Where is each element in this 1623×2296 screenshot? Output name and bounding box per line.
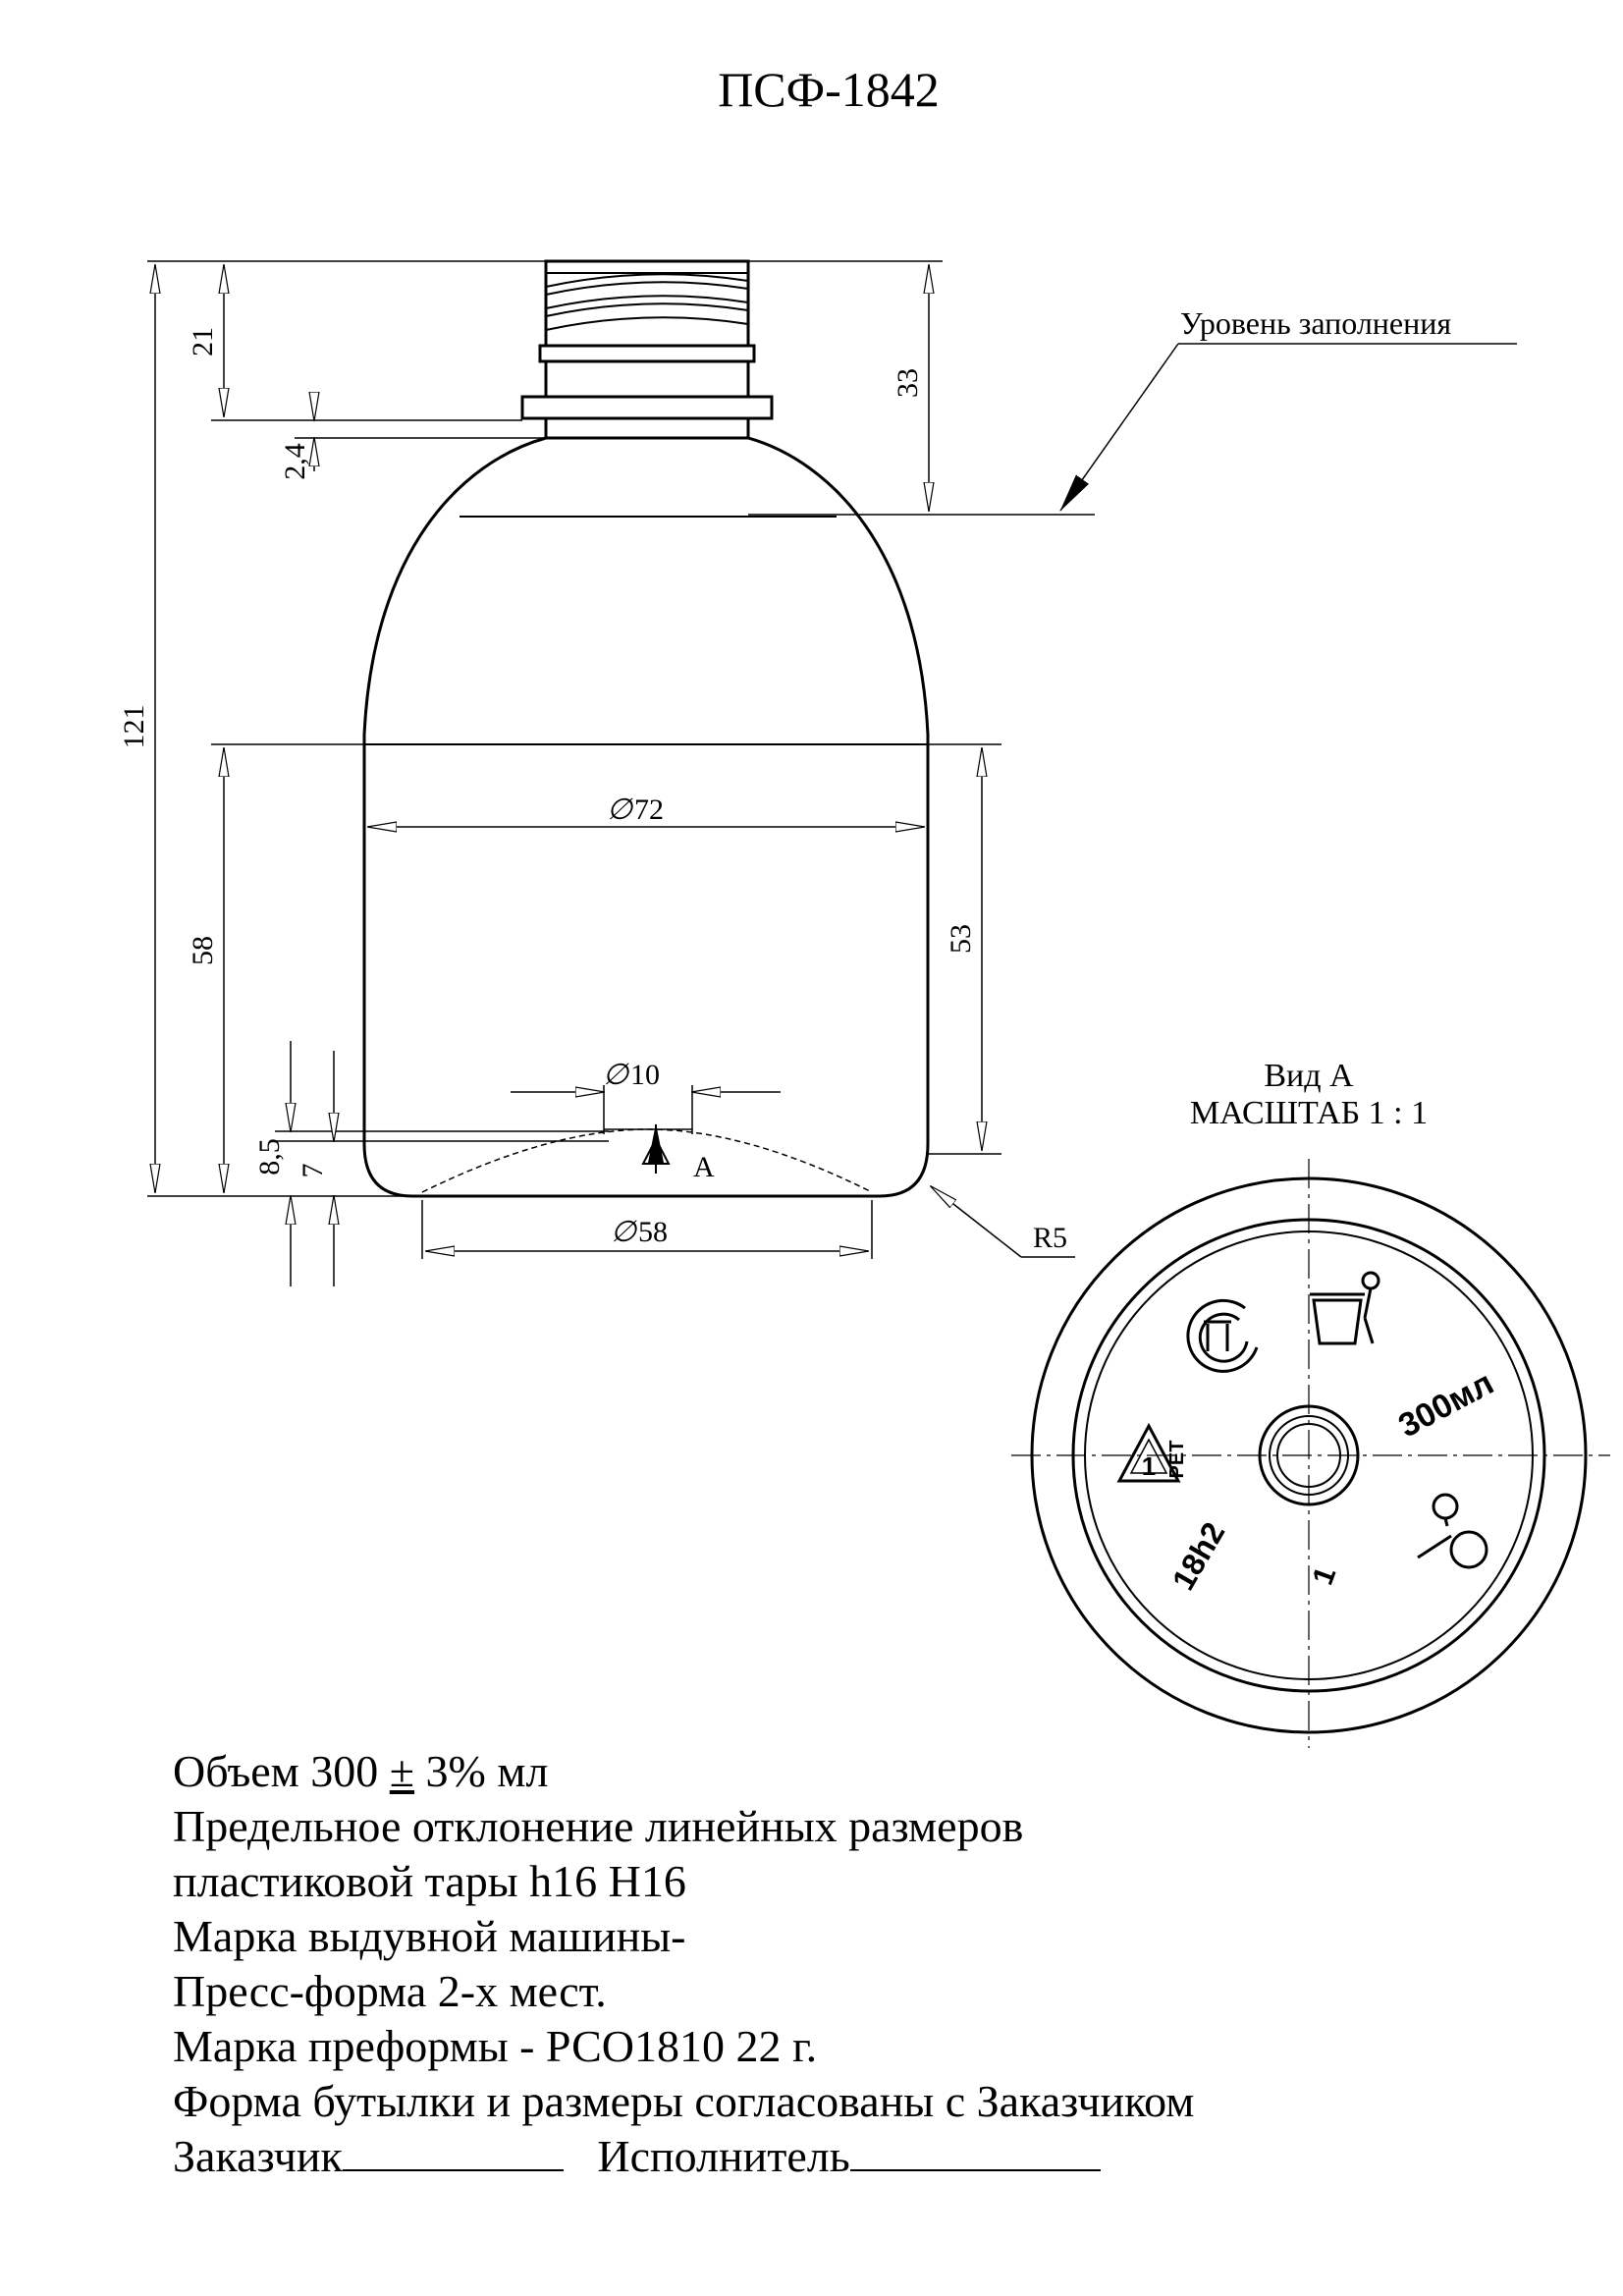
dim-72-text: 72	[634, 793, 664, 826]
material-marking: PET	[1166, 1441, 1188, 1479]
fill-level-leader	[1059, 343, 1179, 512]
diameter-symbol: ∅	[603, 1059, 630, 1091]
dim-10-text: 10	[630, 1059, 660, 1091]
base-push-up	[421, 1128, 873, 1193]
dim-7-text: 7	[297, 1164, 329, 1178]
view-a-scale: МАСШТАБ 1 : 1	[1190, 1095, 1428, 1131]
base-markings: 300мл 18h2 PET 1 1	[1142, 1364, 1500, 1596]
support-ring	[538, 344, 756, 363]
contractor-label: Исполнитель	[597, 2131, 850, 2181]
base-outer-ring	[1030, 1176, 1588, 1734]
spec-mold: Пресс-форма 2-х мест.	[173, 1966, 607, 2016]
dim-2-4-text: 2,4	[279, 443, 311, 480]
dim-53-text: 53	[945, 924, 977, 954]
base-view	[1011, 1159, 1610, 1748]
cavity-number: 1	[1307, 1562, 1343, 1589]
specification-block: Объем 300 ± 3% мл Предельное отклонение …	[173, 1744, 1547, 2184]
spec-agreement: Форма бутылки и размеры согласованы с За…	[173, 2076, 1195, 2126]
dimension-lines	[147, 260, 1517, 1286]
dim-8-5-text: 8,5	[253, 1138, 286, 1175]
volume-marking: 300мл	[1392, 1364, 1499, 1445]
dim-121-text: 121	[118, 705, 150, 749]
bottle-body	[362, 436, 930, 1198]
contractor-signature-field[interactable]	[849, 2132, 1101, 2171]
mold-code-marking: 18h2	[1165, 1516, 1232, 1596]
recycle-triangle-icon	[1116, 1422, 1181, 1483]
radius-text: R5	[1033, 1222, 1067, 1254]
spec-tolerance-class: пластиковой тары h16 H16	[173, 1856, 686, 1906]
section-marker	[641, 1123, 671, 1174]
customer-signature-field[interactable]	[342, 2132, 564, 2171]
thread-lines	[545, 273, 749, 331]
recycle-number: 1	[1142, 1451, 1156, 1481]
diameter-symbol: ∅	[611, 1216, 638, 1248]
fill-level-label: Уровень заполнения	[1180, 305, 1451, 341]
base-center-boss	[1258, 1404, 1360, 1506]
plus-minus-symbol: ±	[389, 1746, 415, 1796]
dimension-texts: 121 21 2,4 58 33 53 8,5 7 ∅ 72 ∅ 10 ∅ 58…	[118, 327, 1067, 1254]
drawing-title: ПСФ-1842	[718, 62, 940, 117]
view-a-label: Вид А	[1264, 1058, 1354, 1094]
spec-signatures: Заказчик Исполнитель	[173, 2129, 1547, 2184]
dim-21-text: 21	[187, 327, 219, 356]
quality-mark-icon	[1186, 1298, 1259, 1373]
section-letter: А	[693, 1151, 715, 1183]
dim-58-text: 58	[187, 936, 219, 965]
customer-label: Заказчик	[173, 2131, 343, 2181]
spec-volume-suffix: 3% мл	[425, 1746, 549, 1796]
spec-volume-prefix: Объем 300	[173, 1746, 379, 1796]
neck-flange	[520, 395, 774, 420]
food-safe-icon	[1417, 1493, 1488, 1569]
dim-58-diameter-text: 58	[638, 1216, 668, 1248]
dim-33-text: 33	[892, 368, 924, 398]
diameter-symbol: ∅	[607, 793, 634, 826]
spec-machine: Марка выдувной машины-	[173, 1911, 686, 1961]
trash-bin-icon	[1310, 1271, 1380, 1345]
bottle-outline	[362, 259, 930, 1198]
spec-tolerance: Предельное отклонение линейных размеров	[173, 1801, 1024, 1851]
spec-preform: Марка преформы - РСО1810 22 г.	[173, 2021, 818, 2071]
spec-volume: Объем 300 ± 3% мл	[173, 1744, 1547, 1799]
